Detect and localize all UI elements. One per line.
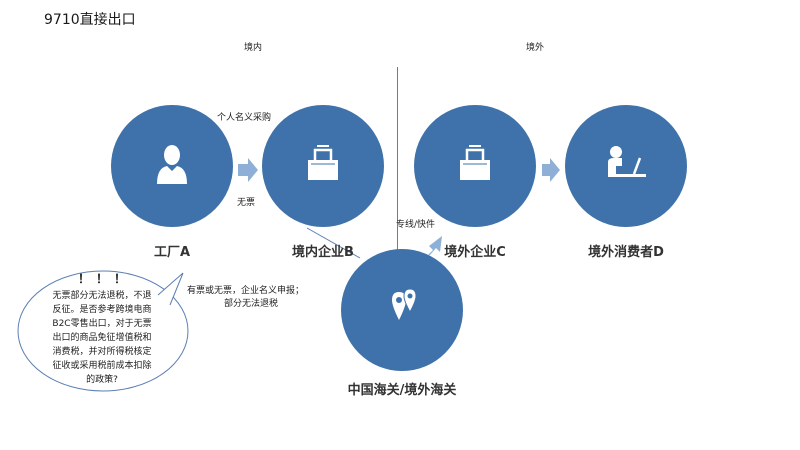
region-label-overseas: 境外 [526,43,545,53]
node-label-factory: 工厂A [153,245,191,260]
callout-bubble [17,270,189,392]
callout-line: 无票部分无法退税，不退 [52,291,152,301]
connector-b-to-customs [306,227,361,259]
annotation-declaration-line-1: 有票或无票，企业名义申报； [187,286,305,296]
node-customs [341,249,463,371]
arrow-customs-to-c [426,236,442,257]
binder-clip-icon [455,144,495,188]
callout-text: 无票部分无法退税，不退 反征。是否参考跨境电商 B2C零售出口，对于无票 出口的… [38,289,166,387]
node-label-customs: 中国海关/境外海关 [347,383,457,398]
node-label-domestic-company: 境内企业B [292,245,354,260]
callout-tail [157,272,184,306]
annotation-express: 专线/快件 [396,220,436,230]
node-consumer [565,105,687,227]
arrow-c-to-d [542,158,560,182]
map-pin-icon [382,288,422,332]
diagram-title: 9710直接出口 [44,12,136,28]
callout-exclamation-marks: ！！！ [78,272,133,286]
annotation-personal-purchase: 个人名义采购 [217,113,272,123]
callout-line: 征收或采用税前成本扣除 [52,361,152,371]
node-label-overseas-company: 境外企业C [444,245,506,260]
annotation-no-invoice: 无票 [237,198,256,208]
callout-line: 出口的商品免征增值税和 [52,333,152,343]
binder-clip-icon [303,144,343,188]
callout-line: 的政策? [86,375,118,385]
node-overseas-company [414,105,536,227]
callout-line: 消费税，并对所得税核定 [52,347,152,357]
annotation-declaration-line-2: 部分无法退税 [224,299,279,309]
arrow-a-to-b [238,158,258,182]
region-label-domestic: 境内 [244,43,263,53]
callout-line: 反征。是否参考跨境电商 [52,305,152,315]
border-divider-line [397,67,398,274]
person-at-computer-icon [604,144,648,188]
person-icon [154,144,190,188]
node-factory [111,105,233,227]
node-label-consumer: 境外消费者D [588,245,664,260]
callout-line: B2C零售出口，对于无票 [52,319,152,329]
node-domestic-company [262,105,384,227]
